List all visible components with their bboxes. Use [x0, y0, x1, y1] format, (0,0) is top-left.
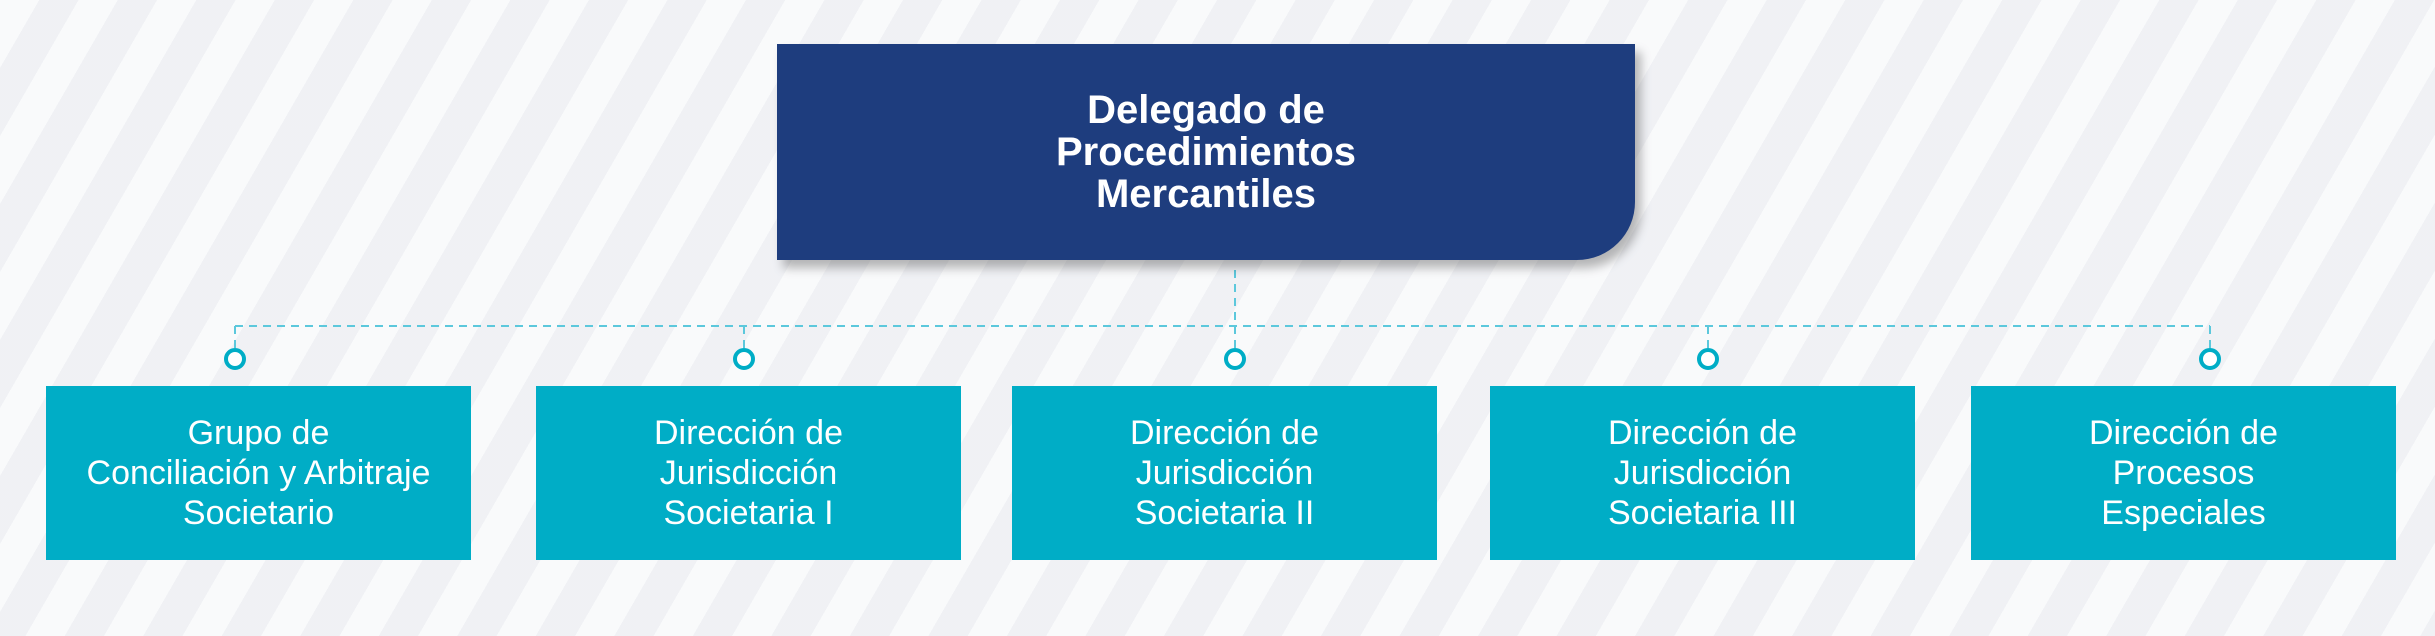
- root-node-title: Delegado de Procedimientos Mercantiles: [1055, 88, 1357, 216]
- connector-node-2: [733, 348, 755, 370]
- child-node-jurisdiccion-ii: Dirección de Jurisdicción Societaria II: [1012, 386, 1437, 560]
- child-node-procesos-especiales: Dirección de Procesos Especiales: [1971, 386, 2396, 560]
- connector-node-3: [1224, 348, 1246, 370]
- child-node-label: Dirección de Procesos Especiales: [2089, 414, 2278, 532]
- connector-node-4: [1697, 348, 1719, 370]
- child-node-label: Grupo de Conciliación y Arbitraje Societ…: [86, 414, 431, 532]
- child-node-jurisdiccion-iii: Dirección de Jurisdicción Societaria III: [1490, 386, 1915, 560]
- connector-node-1: [224, 348, 246, 370]
- child-node-label: Dirección de Jurisdicción Societaria III: [1608, 414, 1797, 532]
- root-node-box: Delegado de Procedimientos Mercantiles: [777, 44, 1635, 260]
- child-node-label: Dirección de Jurisdicción Societaria I: [654, 414, 843, 532]
- child-node-jurisdiccion-i: Dirección de Jurisdicción Societaria I: [536, 386, 961, 560]
- child-node-conciliacion-arbitraje: Grupo de Conciliación y Arbitraje Societ…: [46, 386, 471, 560]
- connector-node-5: [2199, 348, 2221, 370]
- child-node-label: Dirección de Jurisdicción Societaria II: [1130, 414, 1319, 532]
